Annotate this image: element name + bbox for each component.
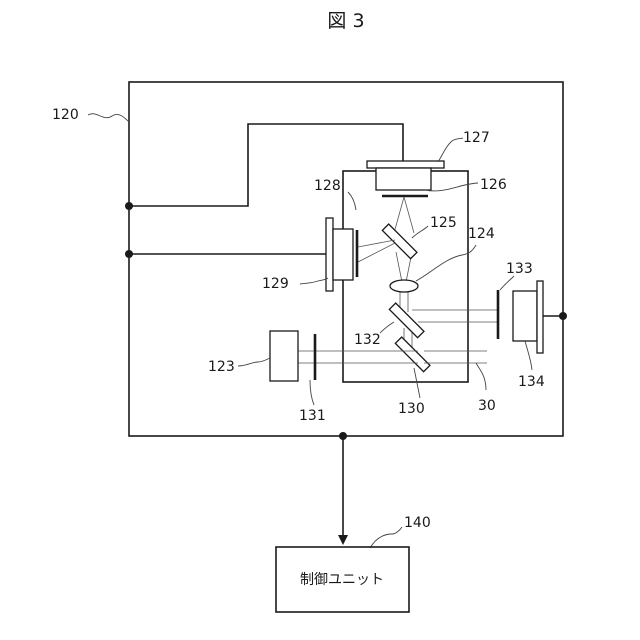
component-134-plate [537, 281, 543, 353]
control-unit-label: 制御ユニット [300, 572, 384, 588]
light-source-123 [270, 331, 298, 381]
wire-to-127 [129, 124, 403, 206]
beam-splitter-132 [389, 303, 424, 338]
label-133: 133 [506, 261, 533, 277]
label-124: 124 [468, 226, 495, 242]
beam-splitter-130 [395, 337, 430, 372]
label-140: 140 [404, 515, 431, 531]
leader-134 [525, 341, 532, 370]
label-120: 120 [52, 107, 79, 123]
leader-30 [476, 363, 486, 390]
component-127-plate [367, 161, 444, 168]
leader-140 [370, 527, 402, 548]
label-125: 125 [430, 215, 457, 231]
leader-130 [414, 368, 420, 398]
leader-133 [500, 276, 514, 290]
junction-dot [559, 312, 567, 320]
leader-131 [310, 380, 314, 405]
label-134: 134 [518, 374, 545, 390]
label-132: 132 [354, 332, 381, 348]
leader-128 [348, 192, 356, 210]
label-126: 126 [480, 177, 507, 193]
component-134-body [513, 291, 537, 341]
label-130: 130 [398, 401, 425, 417]
beam-path [396, 252, 402, 282]
label-128: 128 [314, 178, 341, 194]
junction-dot [125, 202, 133, 210]
label-123: 123 [208, 359, 235, 375]
label-127: 127 [463, 130, 490, 146]
leader-125 [412, 226, 428, 238]
component-127-body [376, 168, 431, 190]
label-131: 131 [299, 408, 326, 424]
leader-127 [438, 138, 463, 162]
leader-120 [88, 114, 129, 122]
leader-123 [238, 358, 270, 366]
label-30: 30 [478, 398, 496, 414]
label-129: 129 [262, 276, 289, 292]
junction-dot [125, 250, 133, 258]
beam-path [404, 197, 414, 233]
leader-129 [300, 278, 328, 284]
figure-title: 図 3 [327, 10, 364, 32]
leader-132 [380, 322, 394, 333]
component-129-body [333, 229, 353, 280]
lens-124 [390, 280, 418, 292]
leader-126 [425, 183, 478, 191]
component-129-plate [326, 218, 333, 291]
beam-path [394, 197, 404, 233]
leader-124 [416, 245, 476, 281]
